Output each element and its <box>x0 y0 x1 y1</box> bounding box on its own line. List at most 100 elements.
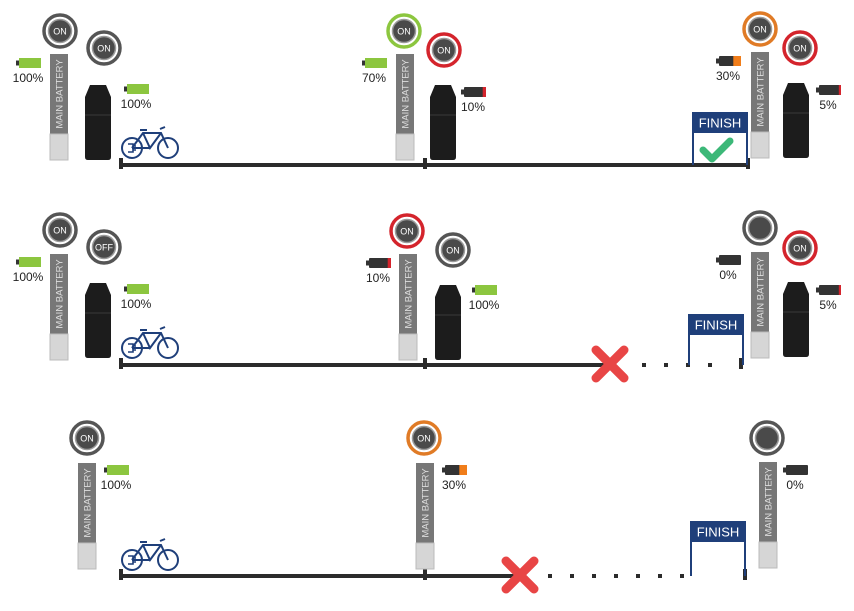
range-extender <box>435 285 461 360</box>
battery-level-tip <box>16 60 19 66</box>
battery-level-fill <box>127 84 149 94</box>
switch-face <box>91 234 117 260</box>
bike-frame <box>131 538 169 562</box>
track-dot <box>636 574 640 578</box>
bike-front-wheel <box>157 137 179 159</box>
main-battery-level: 30% <box>716 56 741 83</box>
main-battery-switch <box>742 210 778 246</box>
track-dot <box>614 574 618 578</box>
main-battery-base <box>49 133 69 161</box>
main-battery-switch <box>749 420 785 456</box>
main-battery-base <box>750 131 770 159</box>
finish-label: FINISH <box>699 116 742 131</box>
main-battery-level: 10% <box>366 258 391 285</box>
station-3: MAIN BATTERY 0% <box>749 420 808 569</box>
switch-face <box>787 235 813 261</box>
main-battery-body <box>416 463 434 543</box>
main-battery-body <box>78 463 96 543</box>
battery-level-body <box>719 255 741 265</box>
switch-face <box>74 425 100 451</box>
range-extender-level: 100% <box>469 285 500 312</box>
main-battery-label: MAIN BATTERY <box>83 468 94 538</box>
main-battery: MAIN BATTERY <box>415 463 435 570</box>
main-battery: MAIN BATTERY <box>758 462 778 569</box>
main-battery: MAIN BATTERY <box>49 254 69 361</box>
battery-level-tip <box>716 58 719 64</box>
track-dot <box>570 574 574 578</box>
main-battery: MAIN BATTERY <box>398 254 418 361</box>
range-extender-level: 5% <box>816 285 841 312</box>
finish-flag <box>693 112 747 133</box>
switch-label: ON <box>753 25 767 35</box>
bike-plug <box>128 343 136 353</box>
main-battery-level: 100% <box>13 257 44 284</box>
bike-frame <box>131 126 169 150</box>
battery-percent: 0% <box>786 478 804 492</box>
battery-level-body <box>819 285 841 295</box>
range-extender-body <box>783 282 809 357</box>
bike-plug <box>128 143 136 153</box>
track-dot <box>658 574 662 578</box>
range-extender <box>783 282 809 357</box>
main-battery-base <box>750 331 770 359</box>
switch-label: ON <box>793 244 807 254</box>
track-dot <box>680 574 684 578</box>
main-battery-label: MAIN BATTERY <box>756 57 767 127</box>
range-extender-body <box>85 85 111 160</box>
battery-percent: 100% <box>101 478 132 492</box>
range-extender-body <box>783 83 809 158</box>
main-battery-switch: ON <box>42 13 78 49</box>
main-battery-label: MAIN BATTERY <box>756 257 767 327</box>
battery-level-fill <box>459 465 467 475</box>
range-extender-level: 5% <box>816 85 841 112</box>
battery-percent: 10% <box>461 100 485 114</box>
range-extender-level: 100% <box>121 284 152 311</box>
battery-level-fill <box>127 284 149 294</box>
bike-frame <box>131 326 169 350</box>
main-battery-body <box>751 52 769 132</box>
switch-label: ON <box>446 246 460 256</box>
battery-percent: 70% <box>362 71 386 85</box>
main-battery: MAIN BATTERY <box>750 52 770 159</box>
main-battery-base <box>758 541 778 569</box>
switch-face <box>440 237 466 263</box>
switch-label: ON <box>400 227 414 237</box>
cross-icon <box>591 345 629 383</box>
switch-face <box>391 18 417 44</box>
switch-label: OFF <box>95 243 113 253</box>
range-extender-body <box>435 285 461 360</box>
main-battery-switch: ON <box>389 213 425 249</box>
track <box>119 569 522 580</box>
main-battery-level: 0% <box>783 465 808 492</box>
range-extender <box>85 85 111 160</box>
range-extender-level: 100% <box>121 84 152 111</box>
finish-banner: FINISH <box>692 112 748 165</box>
e-bike-icon <box>121 538 179 571</box>
switch-label: ON <box>53 27 67 37</box>
checkmark-icon <box>699 137 734 163</box>
battery-level-tip <box>816 87 819 93</box>
switch-face <box>747 16 773 42</box>
battery-percent: 30% <box>716 69 740 83</box>
battery-percent: 100% <box>121 97 152 111</box>
track-dotted-remaining <box>548 574 684 578</box>
switch-face <box>431 37 457 63</box>
battery-level-body <box>464 87 486 97</box>
battery-level-tip <box>362 60 365 66</box>
main-battery-label: MAIN BATTERY <box>55 59 66 129</box>
main-battery-switch: ON <box>386 13 422 49</box>
battery-level-fill <box>107 465 129 475</box>
battery-level-tip <box>124 86 127 92</box>
battery-level-fill <box>838 85 841 95</box>
battery-level-tip <box>104 467 107 473</box>
main-battery-body <box>759 462 777 542</box>
station-3: MAIN BATTERY ON 30% ON 5% <box>716 11 841 159</box>
switch-face <box>91 35 117 61</box>
range-extender-switch: ON <box>782 30 818 66</box>
bike-front-wheel <box>157 549 179 571</box>
